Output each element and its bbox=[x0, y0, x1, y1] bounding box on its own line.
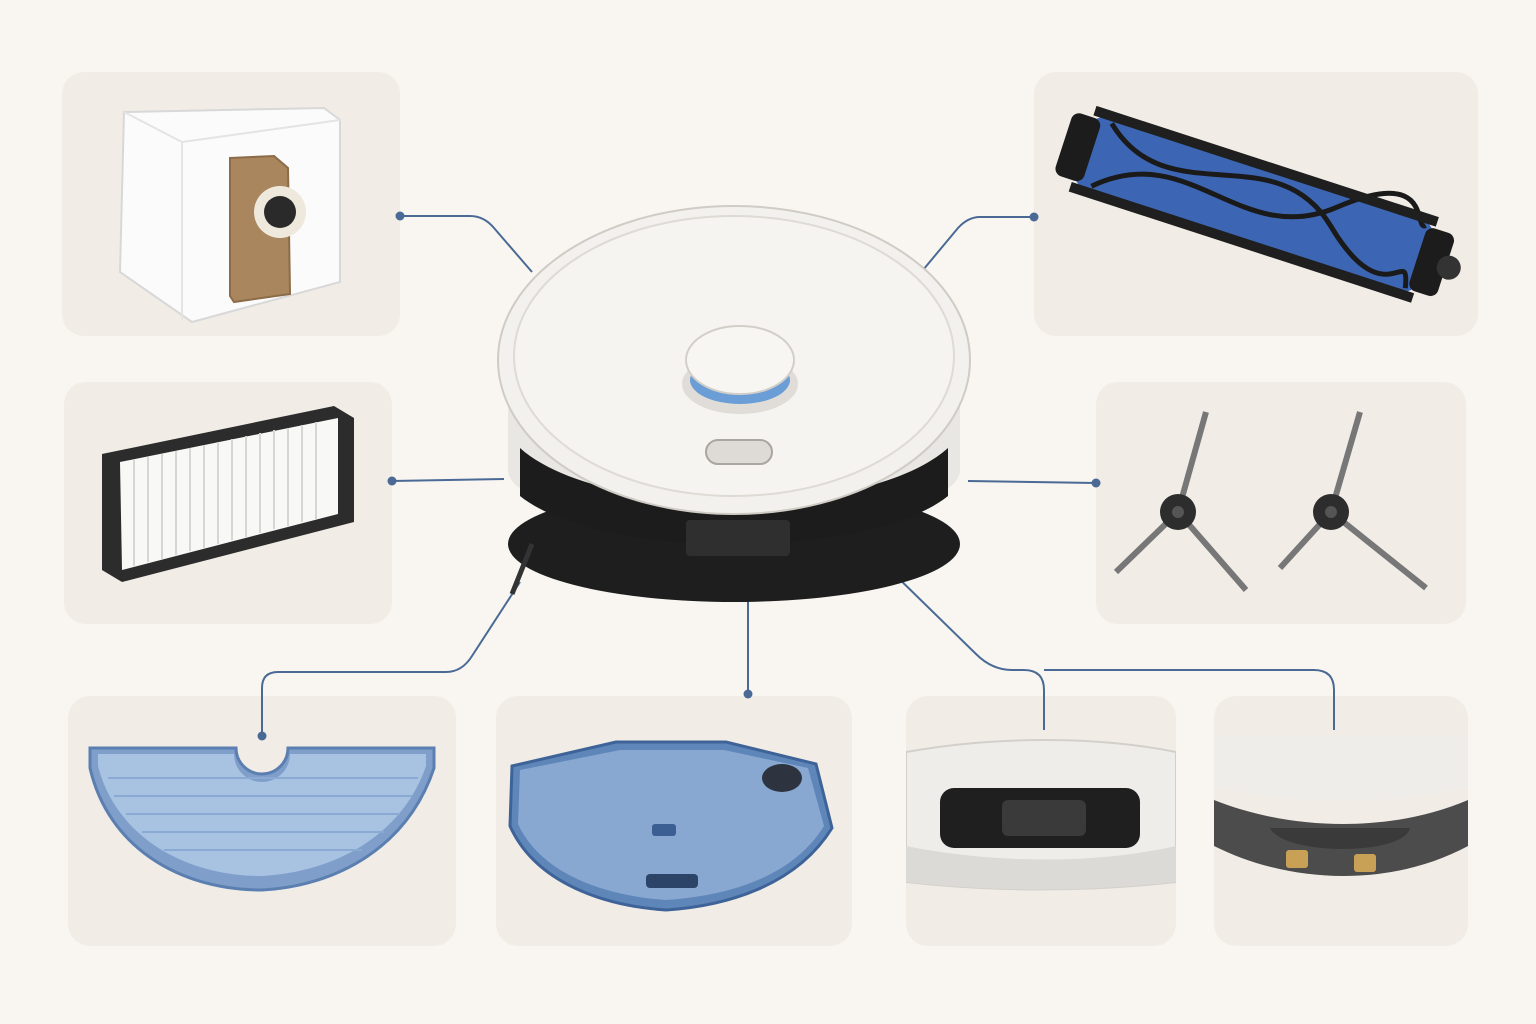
connector-dust-bag bbox=[400, 215, 533, 273]
water-tank-illustration bbox=[508, 740, 834, 912]
card-side-brushes bbox=[1096, 382, 1466, 624]
connector-mop-pad bbox=[261, 581, 521, 736]
mop-pad-illustration bbox=[88, 746, 436, 892]
dust-bag-illustration bbox=[118, 106, 341, 324]
connector-side-brushes bbox=[967, 480, 1097, 484]
connector-hepa-filter bbox=[391, 478, 505, 482]
connector-charging-contacts bbox=[1044, 669, 1335, 730]
card-main-roller-brush bbox=[1034, 72, 1478, 336]
robot-vacuum bbox=[497, 205, 971, 602]
card-front-sensor-window bbox=[906, 696, 1176, 946]
roller-brush-illustration bbox=[1055, 105, 1461, 303]
card-dust-bag bbox=[62, 72, 400, 336]
robot-buttons bbox=[705, 439, 773, 465]
sensor-window-illustration bbox=[906, 739, 1176, 891]
connector-roller-brush bbox=[917, 216, 1034, 277]
card-water-tank bbox=[496, 696, 852, 946]
connector-dots bbox=[257, 211, 1101, 741]
charging-contact-right bbox=[1354, 854, 1376, 872]
charging-contact-left bbox=[1286, 850, 1308, 868]
side-brushes-illustration bbox=[1113, 411, 1428, 592]
side-brush-left bbox=[1113, 411, 1249, 592]
card-charging-contacts bbox=[1214, 696, 1468, 946]
card-hepa-filter bbox=[64, 382, 392, 624]
connector-lines bbox=[261, 215, 1335, 736]
card-mop-pad bbox=[68, 696, 456, 946]
connector-sensor-window bbox=[885, 565, 1045, 730]
hepa-filter-illustration bbox=[102, 406, 354, 582]
side-brush-right bbox=[1277, 411, 1428, 591]
charging-contacts-illustration bbox=[1214, 736, 1468, 876]
